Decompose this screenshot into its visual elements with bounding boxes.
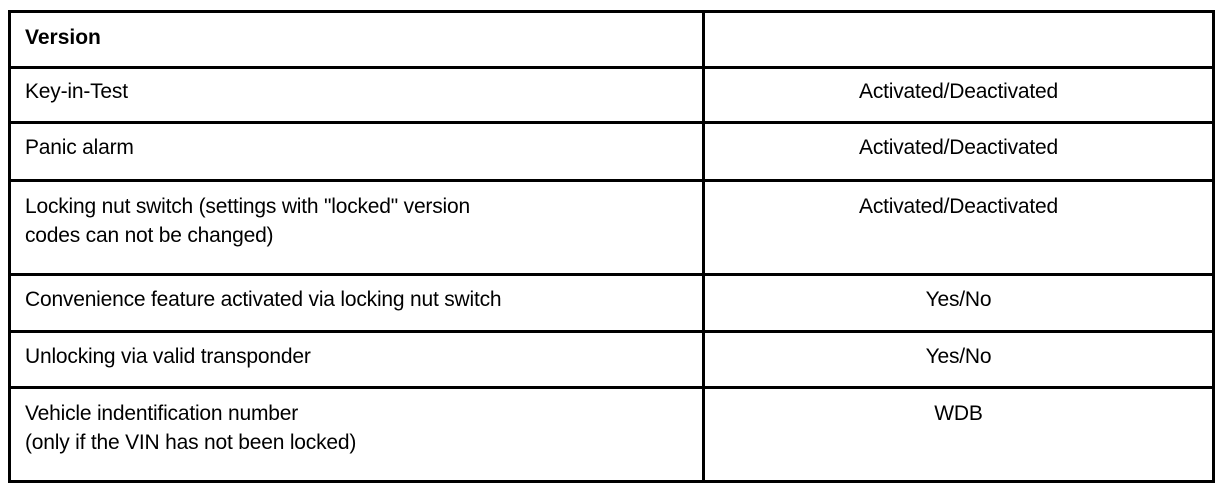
table-cell-value: Activated/Deactivated: [703, 67, 1214, 124]
row-value-vehicle-identification-number: WDB: [934, 401, 983, 425]
table-row-2: Locking nut switch (settings with "locke…: [9, 180, 1214, 277]
row-value-convenience-feature: Yes/No: [925, 288, 992, 312]
row-value-locking-nut-switch: Activated/Deactivated: [859, 195, 1058, 219]
table-row-header: Version: [9, 11, 1214, 70]
table-header-cell-label: Version: [9, 11, 705, 70]
row-label-convenience-feature: Convenience feature activated via lockin…: [25, 288, 502, 312]
column-header-version: Version: [25, 26, 101, 49]
table-row-1: Panic alarm Activated/Deactivated: [9, 122, 1214, 183]
row-label-unlocking-transponder: Unlocking via valid transponder: [25, 344, 311, 368]
table-row-0: Key-in-Test Activated/Deactivated: [9, 67, 1214, 124]
table-cell-label: Panic alarm: [9, 122, 705, 183]
table-header-cell-value: [703, 11, 1214, 70]
table-row-3: Convenience feature activated via lockin…: [9, 274, 1214, 333]
table-cell-label: Convenience feature activated via lockin…: [9, 274, 705, 333]
row-value-key-in-test: Activated/Deactivated: [859, 80, 1058, 104]
table-cell-label: Key-in-Test: [9, 67, 705, 124]
table-cell-label: Unlocking via valid transponder: [9, 331, 705, 389]
table-row-4: Unlocking via valid transponder Yes/No: [9, 331, 1214, 389]
table-cell-value: Activated/Deactivated: [703, 122, 1214, 183]
version-specification-table: Version Key-in-Test Activated/Deactivate…: [8, 10, 1215, 483]
row-label-panic-alarm: Panic alarm: [25, 135, 134, 159]
table-body: Version Key-in-Test Activated/Deactivate…: [9, 11, 1214, 482]
table-cell-value: Yes/No: [703, 331, 1214, 389]
row-label-key-in-test: Key-in-Test: [25, 80, 128, 104]
table-cell-value: WDB: [703, 387, 1214, 482]
table-row-5: Vehicle indentification number (only if …: [9, 387, 1214, 482]
table-cell-label: Locking nut switch (settings with "locke…: [9, 180, 705, 277]
row-label-vehicle-identification-number: Vehicle indentification number (only if …: [25, 401, 357, 454]
table-cell-label: Vehicle indentification number (only if …: [9, 387, 705, 482]
row-label-locking-nut-switch: Locking nut switch (settings with "locke…: [25, 195, 470, 248]
column-header-value: [705, 13, 1212, 61]
row-value-panic-alarm: Activated/Deactivated: [859, 135, 1058, 159]
table-cell-value: Activated/Deactivated: [703, 180, 1214, 277]
table-cell-value: Yes/No: [703, 274, 1214, 333]
row-value-unlocking-transponder: Yes/No: [925, 344, 992, 368]
